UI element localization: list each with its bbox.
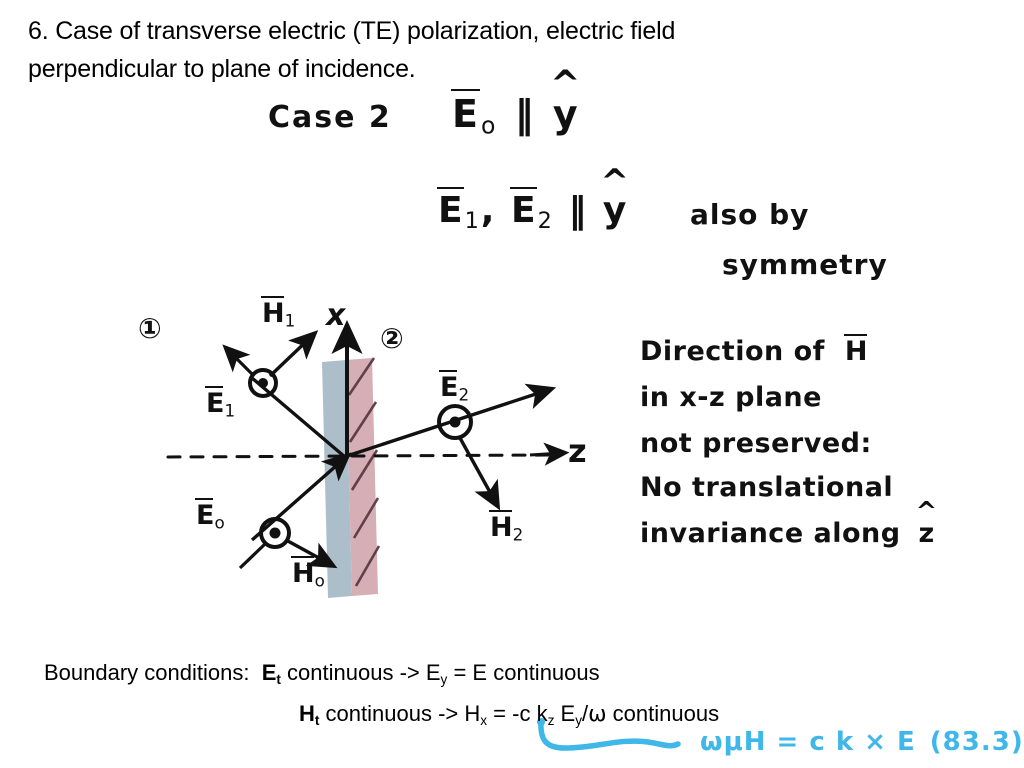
e0-out-of-page-marker — [259, 517, 291, 549]
note-xz-plane: in x-z plane — [640, 382, 822, 413]
e0-base: E — [194, 497, 215, 531]
k1-arrow — [222, 344, 256, 378]
e1-out-of-page-marker — [248, 368, 278, 398]
yhat-symbol-2: y — [603, 190, 628, 231]
handwritten-e1-e2-parallel-yhat: E1, E2 ‖ y — [437, 186, 628, 235]
bc2-sub-z: z — [547, 712, 555, 728]
note-not-preserved: not preserved: — [640, 428, 872, 459]
note-no-translational: No translational — [640, 472, 894, 503]
parallel-symbol-2: ‖ — [568, 190, 589, 231]
yhat-symbol: y — [553, 92, 581, 136]
zhat-symbol: z — [919, 518, 935, 549]
vector-label-e0: Eo — [194, 497, 225, 533]
handwritten-symmetry: symmetry — [722, 248, 888, 281]
z-axis-label: z — [568, 432, 587, 470]
title-line-2: perpendicular to plane of incidence. — [28, 55, 416, 83]
boundary-conditions-label: Boundary conditions: — [44, 660, 250, 685]
ht-field: H — [299, 700, 315, 726]
vector-label-h0: Ho — [291, 555, 325, 591]
e0-sub: o — [214, 512, 225, 533]
handwritten-e0-parallel-yhat: Eo ‖ y — [451, 88, 581, 140]
bc2-text-c: E — [554, 700, 576, 726]
k0-tail — [238, 542, 267, 570]
bc2-sub-x: x — [480, 712, 488, 728]
bc1-text-a: continuous -> E — [280, 660, 441, 685]
note-direction-of-h: Direction of H — [640, 333, 868, 367]
h0-base: H — [291, 555, 315, 589]
h2-sub: 2 — [512, 524, 524, 545]
ht-subscript: t — [314, 712, 320, 728]
bc2-text-b: = -c k — [487, 700, 548, 726]
e2-base: E — [438, 369, 459, 403]
bc2-text-e: continuous — [606, 700, 720, 726]
boundary-conditions-line-1: Boundary conditions: Et continuous -> Ey… — [44, 656, 719, 697]
vector-label-e1: E1 — [204, 385, 236, 421]
page-title: 6. Case of transverse electric (TE) pola… — [28, 12, 928, 88]
vector-h-note: H — [843, 333, 868, 367]
e1-sub: 1 — [224, 400, 236, 421]
blue-equation-text: ωμH = c k × E — [700, 727, 916, 757]
comma-separator: , — [480, 190, 497, 231]
note-line-1-text: Direction of — [640, 336, 825, 367]
e1-base: E — [204, 385, 225, 419]
parallel-symbol: ‖ — [514, 92, 537, 136]
note-line-5-text: invariance along — [640, 518, 901, 549]
e1-subscript: 1 — [464, 208, 481, 235]
reflected-ray — [250, 376, 347, 459]
vector-label-e2: E2 — [438, 369, 470, 405]
h0-sub: o — [314, 570, 325, 591]
note-invariance-along-zhat: invariance along z — [640, 518, 935, 549]
z-axis-dashed-line — [166, 442, 570, 466]
blue-equation-number: (83.3) — [929, 727, 1024, 757]
region-1-label: ① — [138, 312, 162, 345]
e2-subscript: 2 — [537, 208, 554, 235]
x-axis-label: x — [326, 298, 346, 333]
vector-label-h2: H2 — [489, 509, 524, 545]
et-subscript: t — [276, 671, 281, 687]
vector-label-h1: H1 — [261, 295, 296, 331]
bc2-text-a: continuous -> H — [319, 700, 481, 726]
vector-e2: E — [510, 186, 538, 231]
boundary-conditions-line-2: Ht continuous -> Hx = -c kz Ey/ω continu… — [44, 697, 719, 738]
title-line-1: 6. Case of transverse electric (TE) pola… — [28, 17, 676, 45]
vector-e1: E — [437, 186, 465, 231]
et-field: E — [261, 660, 277, 685]
bc2-sub-y: y — [575, 712, 582, 728]
e0-subscript: o — [480, 111, 499, 140]
e2-sub: 2 — [458, 384, 470, 405]
h1-arrow — [268, 330, 319, 378]
h2-arrow — [458, 437, 501, 511]
blue-equation-annotation: ωμH = c k × E (83.3) — [700, 727, 1024, 757]
bc1-text-b: = E continuous — [447, 660, 600, 685]
bc2-text-d: / — [582, 700, 589, 726]
omega-symbol: ω — [588, 701, 607, 727]
h1-sub: 1 — [284, 310, 296, 331]
incident-ray — [250, 452, 352, 542]
vector-e0: E — [451, 88, 481, 136]
handwritten-also-by: also by — [690, 198, 810, 231]
h2-base: H — [489, 509, 513, 543]
e2-out-of-page-marker — [437, 404, 473, 440]
h1-base: H — [261, 295, 285, 329]
bc1-sub-y: y — [440, 671, 448, 687]
boundary-conditions-block: Boundary conditions: Et continuous -> Ey… — [44, 656, 719, 738]
interface-slab — [322, 357, 381, 598]
region-2-label: ② — [380, 322, 404, 355]
handwritten-case-label: Case 2 — [268, 100, 392, 135]
